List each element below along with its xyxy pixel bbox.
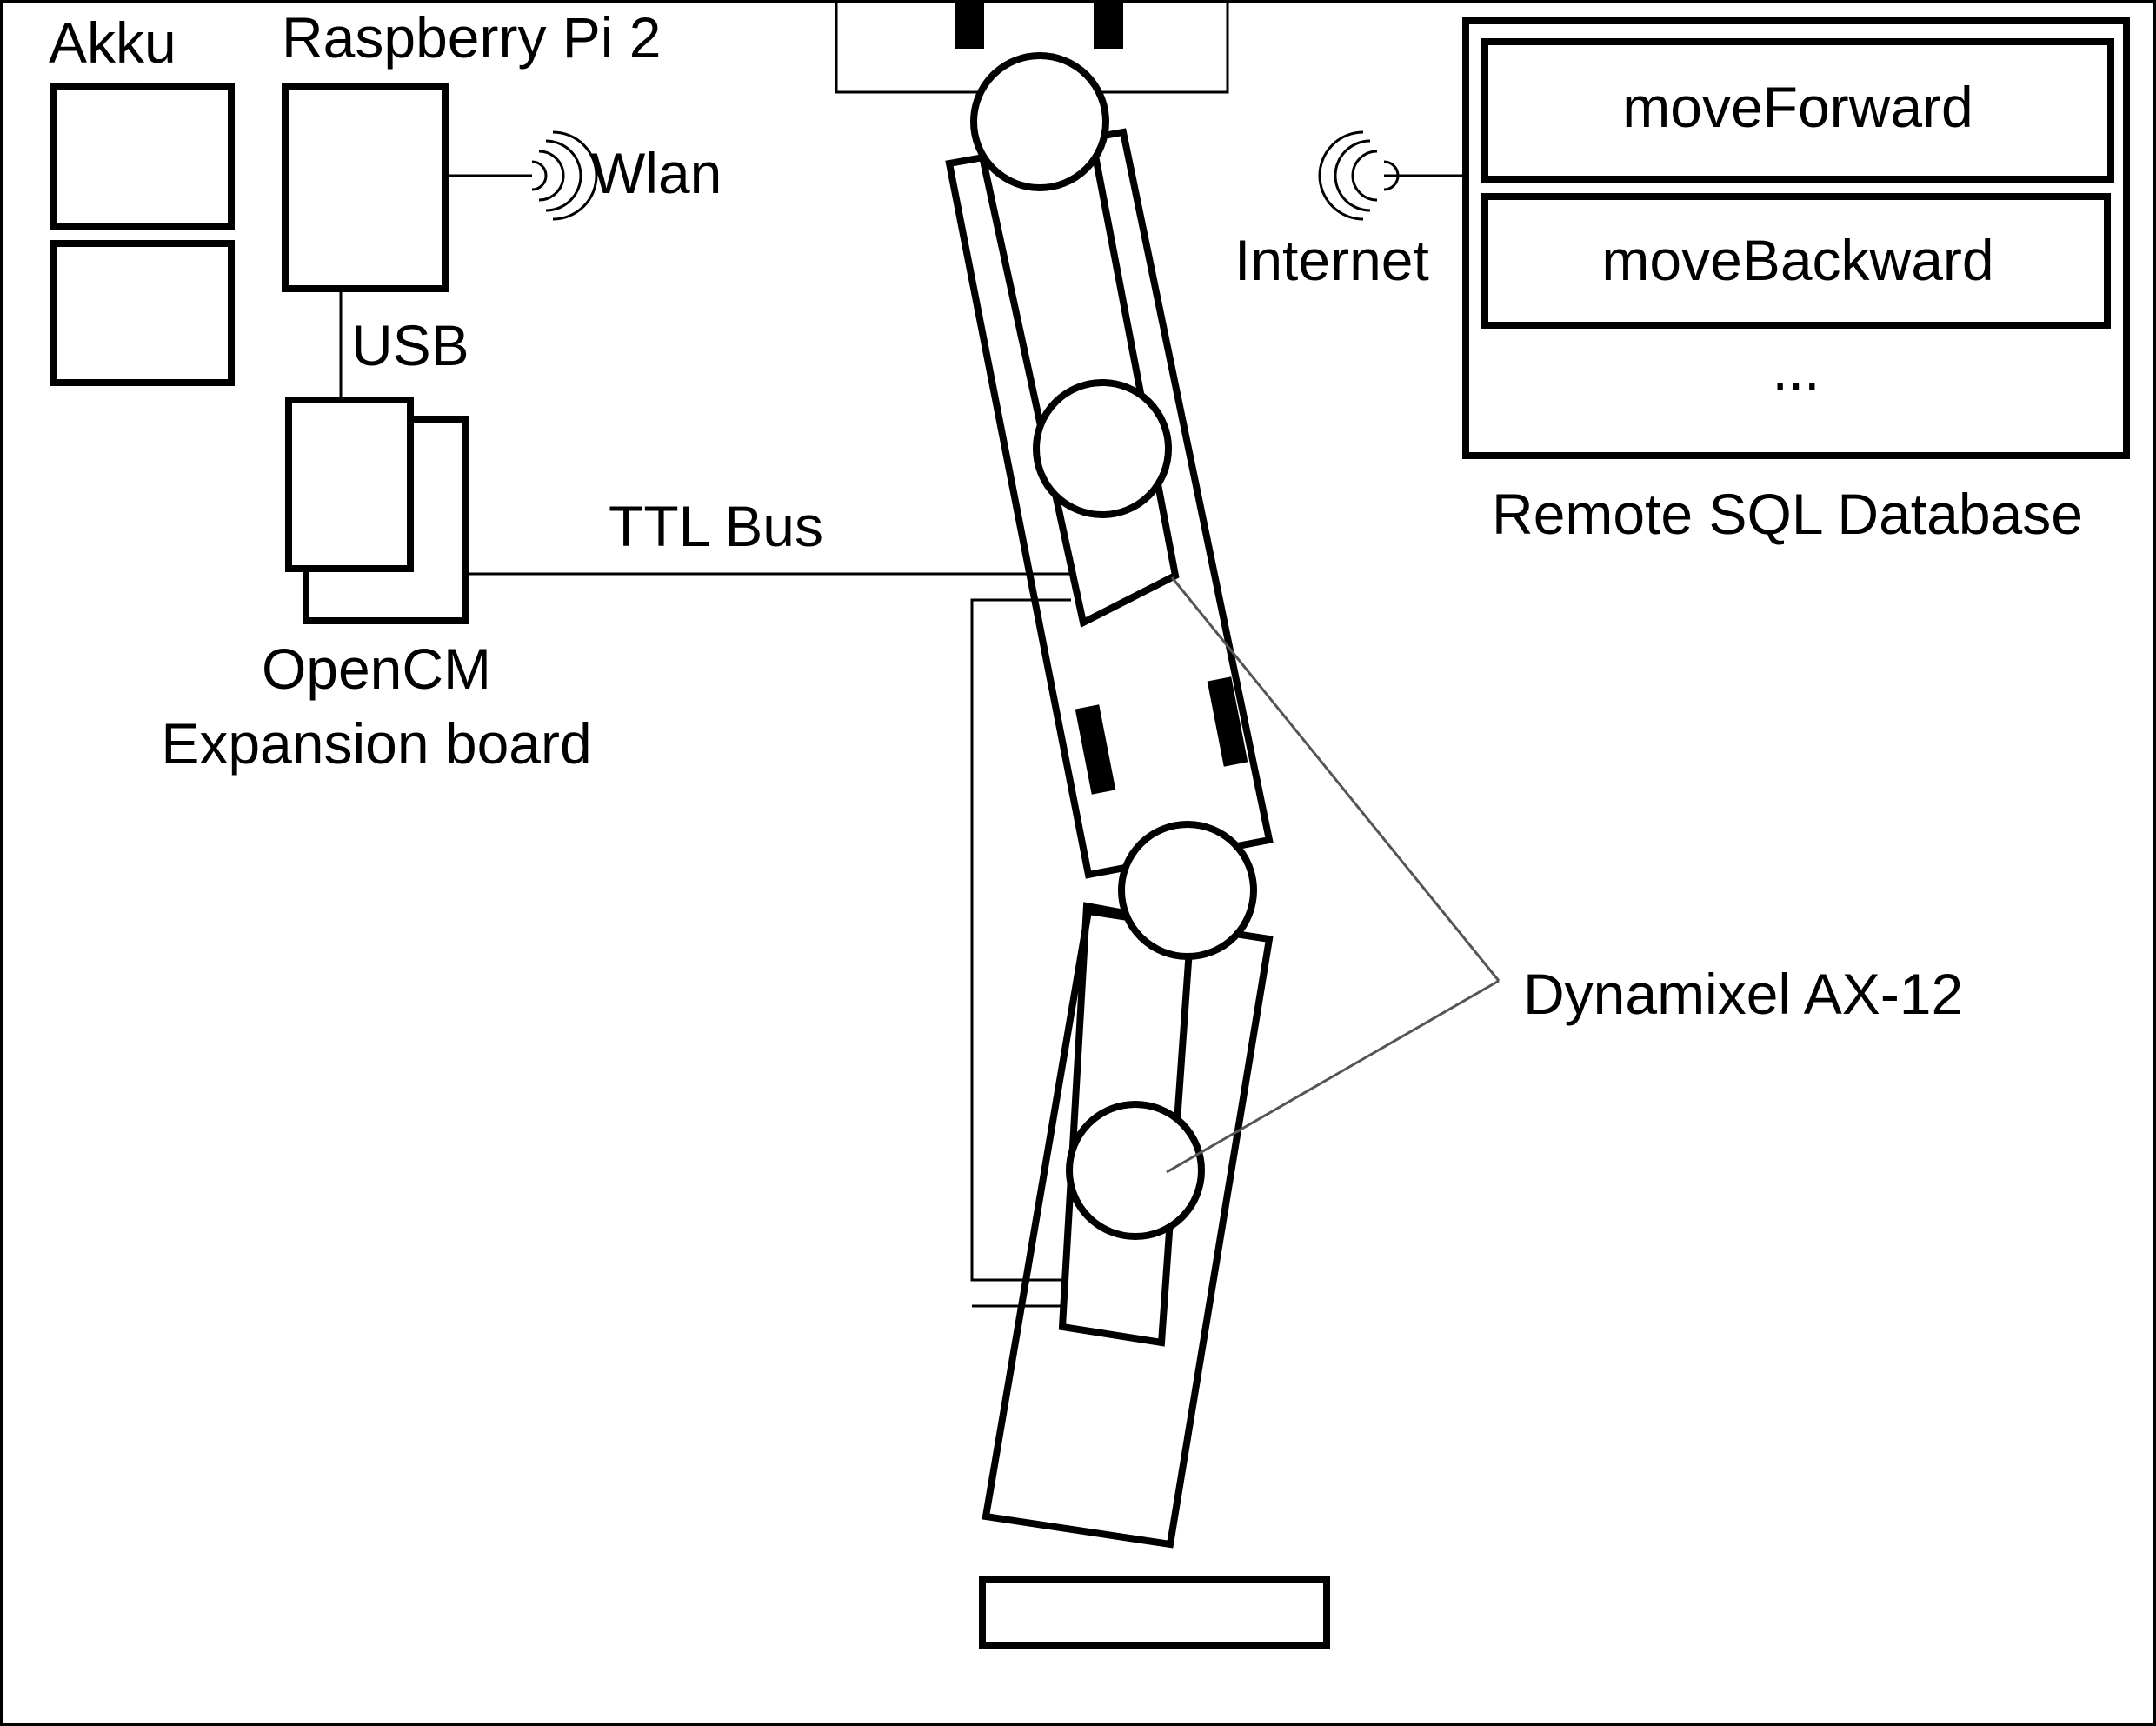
usb-label: USB [351,313,469,377]
knee-clamp-left [1075,704,1116,795]
raspberry-label: Raspberry Pi 2 [282,5,662,70]
ttl-bus-label: TTL Bus [609,494,823,558]
akku-battery: Akku [49,10,235,386]
opencm-board: OpenCM Expansion board [161,397,592,776]
wlan-label: Wlan [591,141,722,205]
opencm-label-line2: Expansion board [161,711,591,776]
entry-movebackward-box [1481,193,2111,329]
robot-leg [835,0,1330,1649]
servo-shank [1066,1101,1205,1240]
knee-clamp-right [1207,676,1248,767]
ttl-bus-daisy-chain [970,598,1071,1282]
opencm-front-plate [285,397,414,572]
raspberry-box [282,83,449,292]
battery-cell-top [50,83,235,230]
entry-movebackward: moveBackward [1601,228,1993,292]
remote-sql-database: moveForward moveBackward ... Remote SQL … [1462,17,2130,546]
hip-clamp-left [955,0,984,49]
wlan-signal-icon [531,130,598,221]
servo-hip [970,52,1109,191]
servo-thigh [1033,379,1172,518]
opencm-label-line1: OpenCM [262,636,491,701]
dynamixel-leaders [1166,576,1501,1174]
internet-signal-icon [1318,130,1400,221]
battery-cell-bottom [50,240,235,386]
database-box [1462,17,2130,459]
servo-knee [1118,821,1257,960]
entry-moveforward-box [1481,38,2114,183]
database-label: Remote SQL Database [1492,482,2083,546]
entry-moveforward: moveForward [1622,75,1973,139]
entry-ellipsis: ... [1772,337,1820,402]
dynamixel-label: Dynamixel AX-12 [1523,962,1963,1026]
hip-clamp-right [1094,0,1123,49]
internet-label: Internet [1234,228,1429,292]
raspberry-pi: Raspberry Pi 2 Wlan [282,5,722,292]
foot-plate [979,1576,1330,1649]
akku-label: Akku [49,10,176,75]
thigh-inner-servo-mount [978,133,1180,628]
